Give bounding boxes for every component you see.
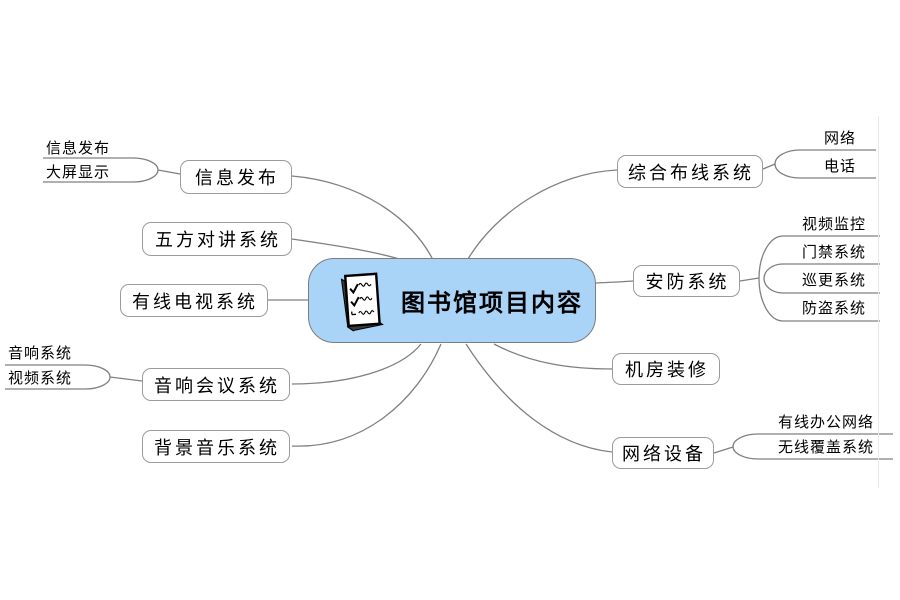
subnode-cabling-2[interactable]: 电话: [824, 159, 857, 175]
node-label: 安防系统: [645, 272, 730, 292]
brace: [763, 263, 784, 294]
node-cable-tv[interactable]: 有线电视系统: [120, 284, 268, 317]
node-cabling[interactable]: 综合布线系统: [617, 155, 763, 188]
subnode-security-1[interactable]: 视频监控: [802, 217, 867, 233]
node-label: 网络设备: [622, 444, 706, 464]
brace: [132, 157, 159, 183]
stem: [713, 446, 734, 454]
brace: [758, 235, 784, 322]
subnode-audio-1[interactable]: 音响系统: [8, 346, 73, 362]
node-label: 综合布线系统: [628, 162, 754, 183]
node-info-release[interactable]: 信息发布: [180, 160, 292, 194]
node-label: 音响会议系统: [154, 375, 280, 396]
connector-info-release: [291, 175, 434, 261]
subnode-network-2[interactable]: 无线覆盖系统: [778, 440, 875, 456]
node-bg-music[interactable]: 背景音乐系统: [142, 430, 290, 463]
subnode-audio-2[interactable]: 视频系统: [8, 371, 73, 387]
node-label: 五方对讲系统: [155, 230, 281, 250]
connector-bg-music: [291, 343, 442, 447]
connector-server-room: [493, 343, 613, 370]
subgroup-info-release: [43, 157, 181, 183]
node-label: 机房装修: [625, 360, 709, 380]
brace: [774, 149, 801, 179]
node-label: 背景音乐系统: [154, 437, 280, 458]
node-server-room[interactable]: 机房装修: [612, 353, 720, 385]
branch-connectors: [268, 169, 634, 453]
subgroup-security: [739, 235, 880, 322]
central-node[interactable]: 图书馆项目内容: [308, 258, 596, 343]
connector-security: [595, 280, 634, 284]
subnode-security-3[interactable]: 巡更系统: [802, 273, 867, 289]
subnode-network-1[interactable]: 有线办公网络: [778, 415, 875, 431]
central-node-label: 图书馆项目内容: [401, 291, 583, 317]
node-label: 信息发布: [195, 168, 279, 188]
subnode-security-2[interactable]: 门禁系统: [802, 245, 867, 261]
subnode-security-4[interactable]: 防盗系统: [802, 301, 867, 317]
subgroup-audio-conf: [5, 364, 143, 390]
node-audio-conf[interactable]: 音响会议系统: [142, 368, 290, 401]
node-security[interactable]: 安防系统: [633, 265, 740, 297]
stem: [762, 163, 776, 170]
stem: [739, 277, 760, 282]
connector-cabling: [467, 169, 618, 260]
stem: [109, 376, 143, 382]
brace: [84, 364, 111, 390]
subgroup-network-equip: [713, 433, 893, 460]
subnode-info-release-2[interactable]: 大屏显示: [46, 165, 111, 181]
subgroup-cabling: [762, 149, 876, 179]
canvas-edge-line: [878, 116, 879, 488]
node-intercom[interactable]: 五方对讲系统: [142, 222, 292, 256]
subnode-cabling-1[interactable]: 网络: [824, 131, 857, 147]
connector-audio-conf: [291, 343, 422, 385]
connector-network-equip: [465, 343, 613, 453]
stem: [157, 169, 181, 175]
node-network-equip[interactable]: 网络设备: [612, 437, 714, 469]
checklist-icon: [340, 272, 384, 332]
subnode-info-release-1[interactable]: 信息发布: [46, 141, 111, 157]
node-label: 有线电视系统: [132, 291, 258, 312]
brace: [732, 433, 759, 460]
